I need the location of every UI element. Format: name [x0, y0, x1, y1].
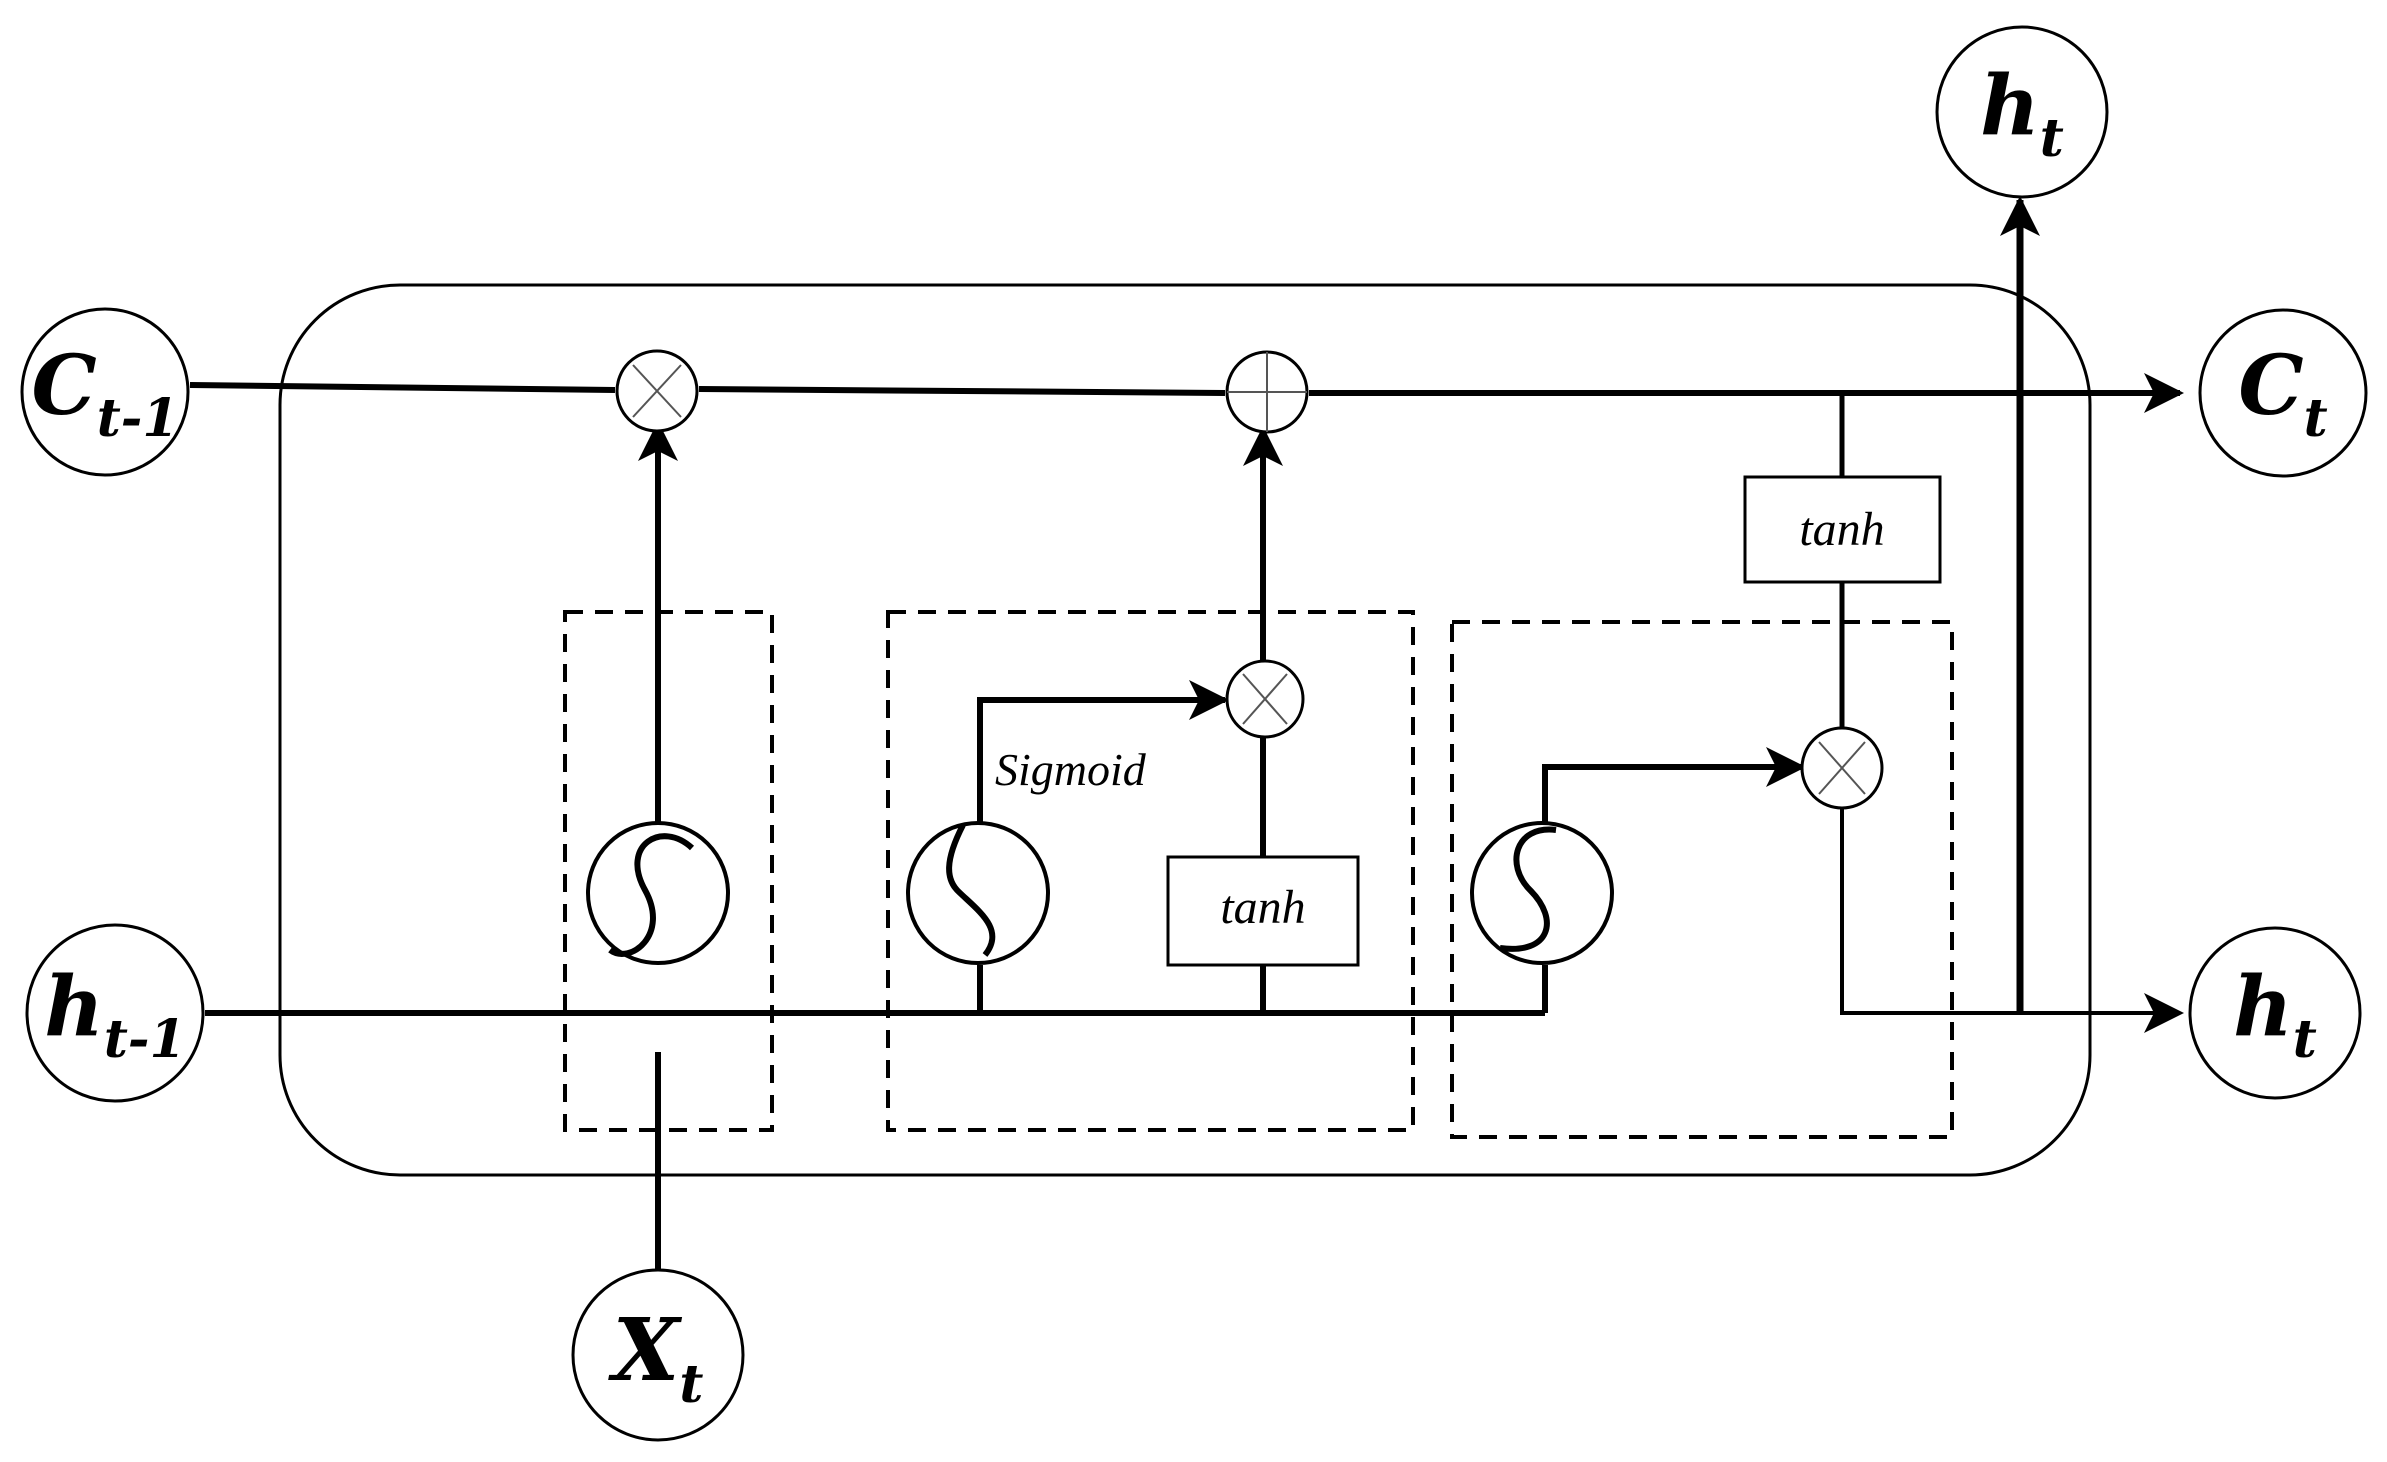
input-multiply-op: [1225, 659, 1305, 739]
x-in-sub: t: [679, 1354, 703, 1415]
h-out-right-sub: t: [2293, 1009, 2317, 1070]
input-gate-box: [886, 610, 1415, 1132]
forget-sigmoid-icon: [586, 821, 730, 965]
h-out-right-node: ht: [2188, 926, 2362, 1100]
output-multiply-op: [1800, 726, 1884, 810]
x-in-node: Xt: [571, 1268, 745, 1442]
sigmoid-label: Sigmoid: [995, 744, 1147, 795]
cell-add-op: [1225, 350, 1309, 434]
output-gate-box: [1450, 620, 1954, 1139]
input-tanh-box: tanh: [1166, 855, 1360, 967]
c-out-main: C: [2238, 338, 2303, 434]
output-to-ht-line: [1840, 808, 2184, 1033]
h-prev-main: h: [44, 959, 104, 1055]
input-sigmoid-output-line: [977, 680, 1229, 825]
svg-text:Ct: Ct: [2238, 338, 2327, 449]
h-prev-sub: t-1: [104, 1009, 186, 1070]
input-tanh-label: tanh: [1220, 881, 1305, 934]
output-tanh-label: tanh: [1799, 503, 1884, 556]
forget-multiply-op: [615, 349, 699, 433]
x-in-main: X: [608, 1300, 683, 1401]
h-out-right-main: h: [2233, 959, 2293, 1055]
h-prev-node: ht-1: [25, 923, 205, 1103]
output-sigmoid-icon: [1470, 821, 1614, 965]
svg-text:Xt: Xt: [608, 1300, 704, 1415]
h-out-top-sub: t: [2040, 108, 2064, 169]
c-prev-node: Ct-1: [20, 307, 190, 477]
svg-text:ht-1: ht-1: [44, 959, 185, 1070]
h-out-top-node: ht: [1935, 25, 2109, 199]
cell-state-line-a: [189, 382, 616, 393]
output-tanh-box: tanh: [1743, 475, 1942, 584]
c-prev-sub: t-1: [97, 388, 179, 449]
c-prev-main: C: [31, 338, 96, 434]
output-sigmoid-output-line: [1542, 747, 1806, 825]
h-out-top-main: h: [1980, 58, 2040, 154]
forget-gate-box: [563, 610, 774, 1132]
svg-text:ht: ht: [1980, 58, 2064, 169]
svg-text:ht: ht: [2233, 959, 2317, 1070]
cell-state-line-b: [698, 386, 1226, 396]
c-out-sub: t: [2304, 388, 2328, 449]
c-out-node: Ct: [2198, 308, 2368, 478]
input-sigmoid-icon: [906, 821, 1050, 965]
lstm-cell-boundary: [278, 283, 2092, 1177]
svg-text:Ct-1: Ct-1: [31, 338, 178, 449]
